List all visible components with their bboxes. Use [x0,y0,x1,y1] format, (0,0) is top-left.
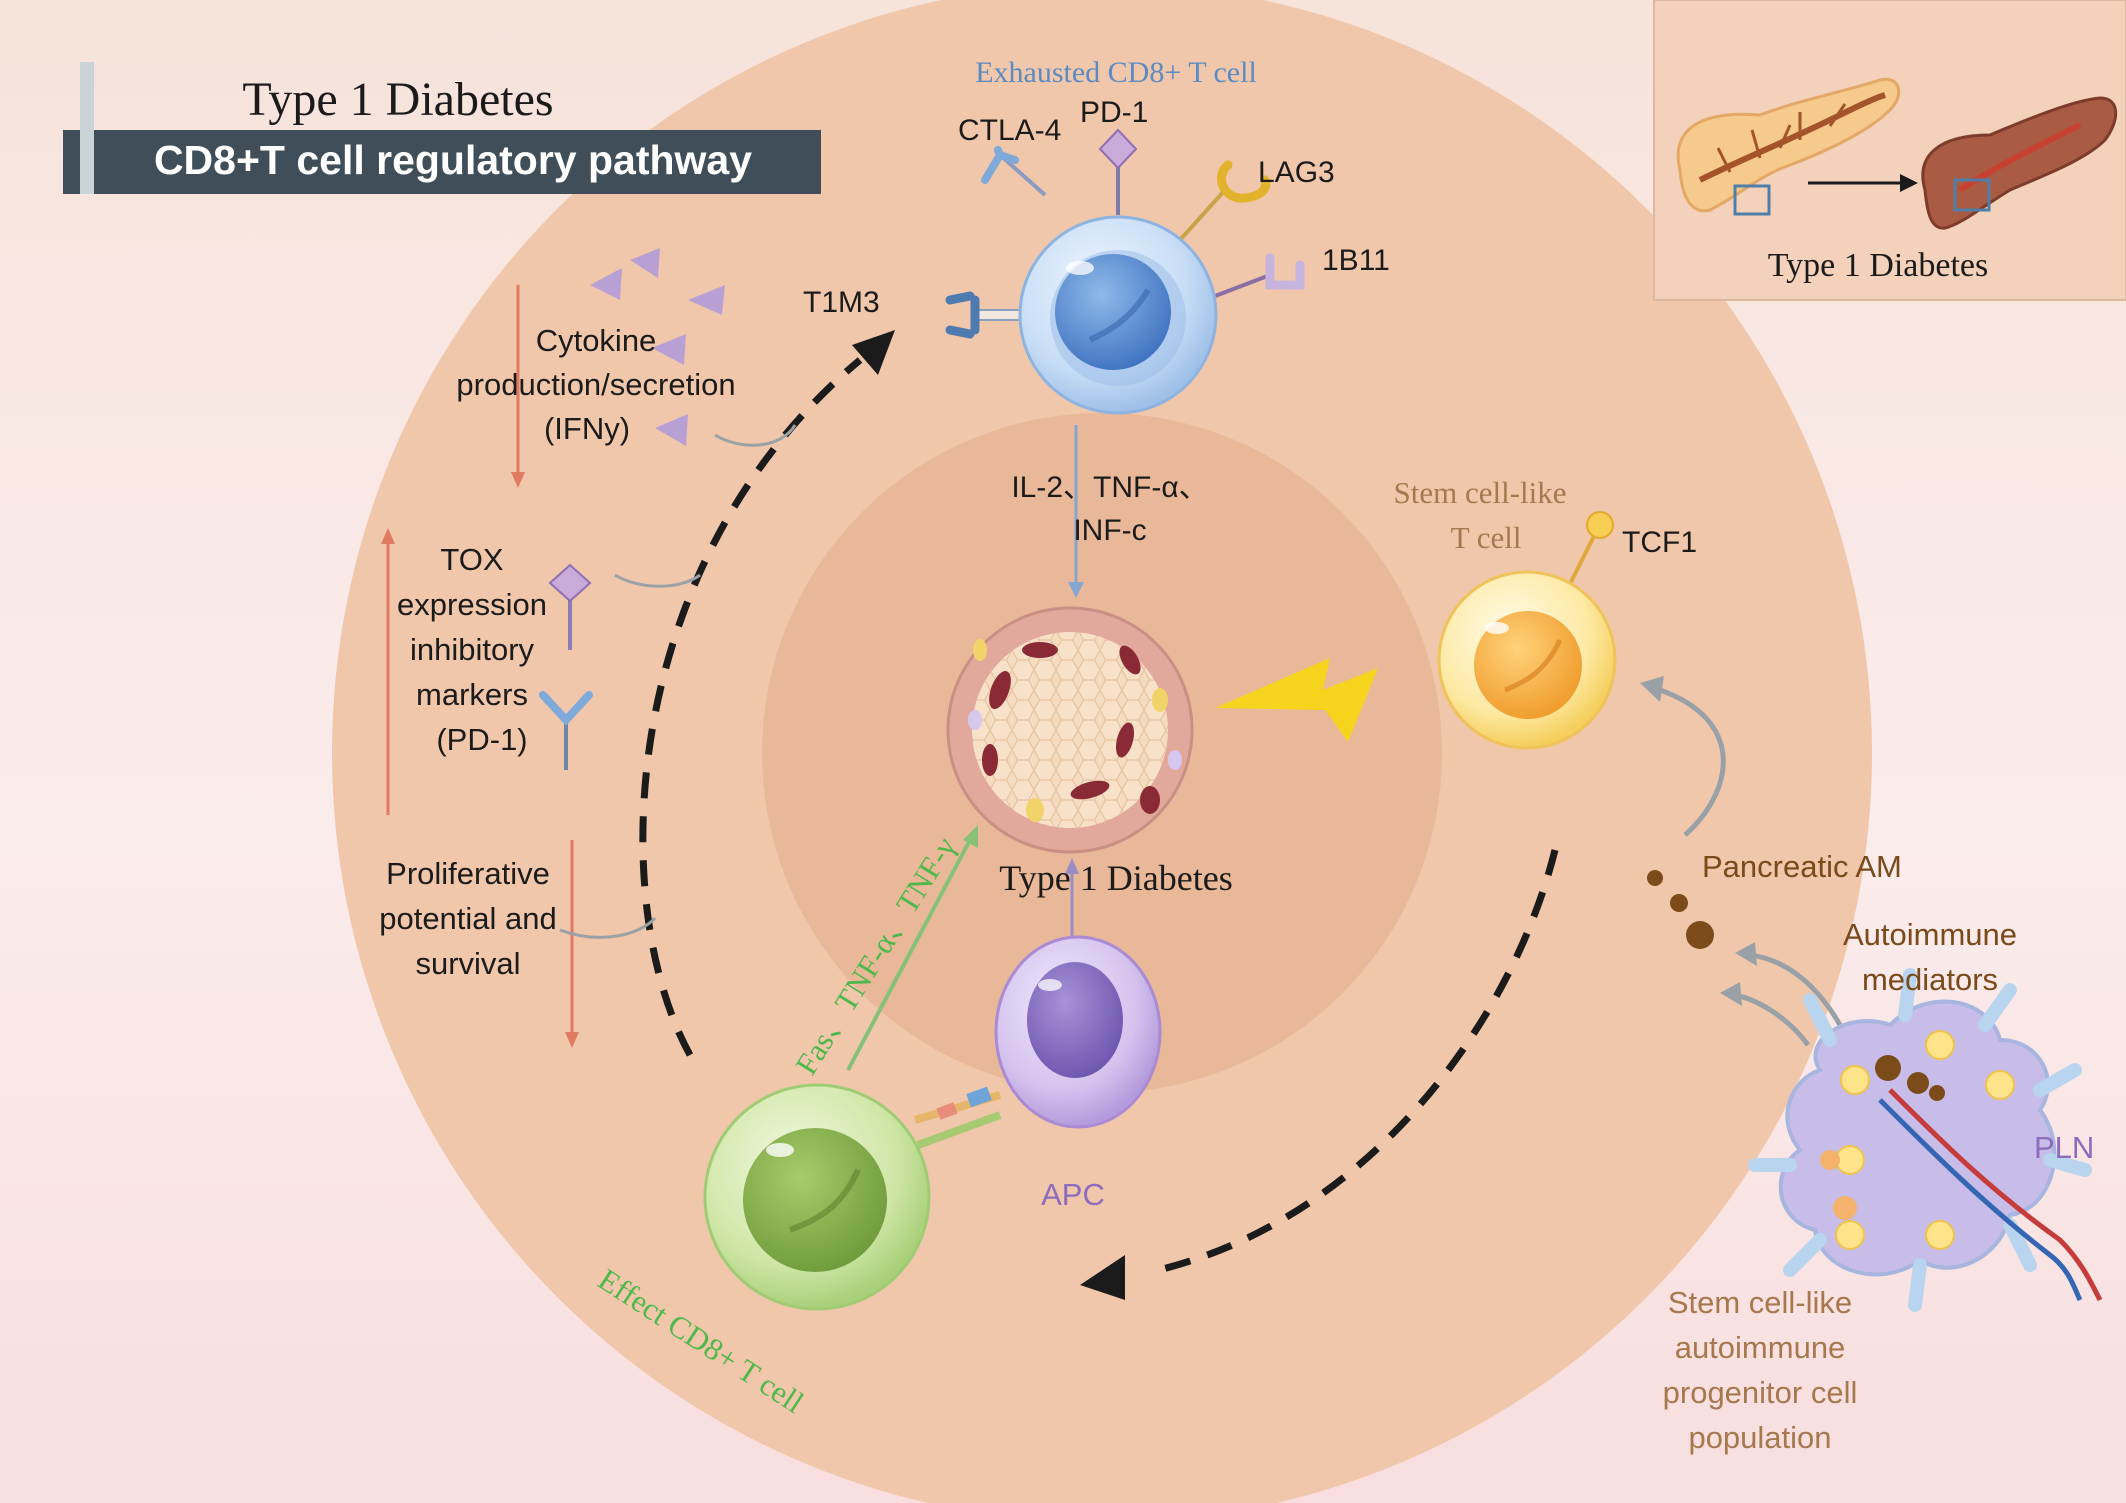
lightning-bolt-icon [1215,658,1378,742]
lag3-receptor-icon [1217,160,1271,203]
pd-1-receptor-icon [1098,128,1138,170]
tox-up-arrowhead [381,528,395,544]
pancreatic-am-label: Pancreatic AM [1702,849,1902,884]
cytokine-label-line2: production/secretion [456,367,735,402]
pancreatic-am-dots [1647,870,1714,949]
cytokine-triangles [590,248,725,446]
tox-label-line1: TOX [440,542,503,577]
stem-cell-title-line1: Stem cell-like [1393,475,1566,510]
stem-cell-input-arrow [1659,687,1726,837]
immune-synapse [913,1086,1002,1149]
1b11-receptor-icon [1265,253,1305,290]
t1m3-label: T1M3 [803,286,880,319]
tox-marker-icon [548,563,592,603]
mediator-arrow-1 [1749,952,1843,1027]
progenitor-label-line4: population [1688,1420,1831,1455]
tox-label-line5: (PD-1) [436,722,527,757]
stem-cell-title-line2: T cell [1451,520,1522,555]
healthy-pancreas-icon [1676,77,1901,216]
mediators-label-line2: mediators [1862,962,1998,997]
cytokine-list-line1: IL-2、TNF-α、 [1011,471,1208,504]
tox-label-line4: markers [416,677,528,712]
progenitor-label-line3: progenitor cell [1663,1375,1858,1410]
pancreatic-islet [946,606,1194,854]
inset-label: Type 1 Diabetes [1768,247,1988,284]
cytokine-arrowhead [1068,582,1084,598]
apc-label: APC [1041,1177,1105,1212]
pln-lymph-node [1748,968,2103,1312]
page-title: Type 1 Diabetes [242,73,553,126]
diseased-pancreas-icon [1921,96,2118,230]
prolif-connector [559,916,657,939]
mediator-arrow-2 [1734,992,1811,1047]
cytokine-down-arrowhead [511,472,525,488]
1b11-label: 1B11 [1322,244,1390,277]
stem-cell-like-t-cell [1437,511,1617,750]
exhaustion-arrowhead [852,330,895,375]
prolif-down-arrowhead [565,1032,579,1048]
exhausted-cell-title: Exhausted CD8+ T cell [975,56,1257,89]
progenitor-label-line1: Stem cell-like [1668,1285,1852,1320]
tox-label-line3: inhibitory [410,632,535,667]
header-bar [63,130,821,194]
stem-cell-input-arrowhead [1640,676,1664,702]
tcf1-receptor-icon [1586,511,1614,539]
t1m3-receptor-icon [945,291,980,339]
tox-label-line2: expression [397,587,547,622]
tox-connector [614,573,701,588]
mediator-arrowhead-1 [1735,942,1757,966]
pd1-marker-icon [539,691,593,726]
mediator-arrowhead-2 [1720,982,1742,1006]
progenitor-label-line2: autoimmune [1675,1330,1846,1365]
prolif-label-line2: potential and [379,901,557,936]
cytokine-list-line2: INF-c [1073,514,1146,547]
islet-label: Type 1 Diabetes [999,858,1232,898]
exhaustion-dashed-arrow [639,357,863,1057]
header-accent [80,62,94,194]
fas-arrow-line [846,839,972,1071]
pd1-label: PD-1 [1080,96,1148,129]
cytokine-connector [714,424,797,447]
cytokine-label-line1: Cytokine [536,323,657,358]
exhausted-cd8-t-cell [945,128,1305,415]
mediators-label-line1: Autoimmune [1843,917,2017,952]
page-subtitle: CD8+T cell regulatory pathway [154,137,752,183]
ctla4-label: CTLA-4 [958,114,1061,147]
tcf1-label: TCF1 [1622,526,1697,559]
lag3-label: LAG3 [1258,156,1335,189]
fas-arrowhead [963,825,978,848]
differentiation-arrowhead [1080,1255,1125,1300]
apc-cell [994,935,1162,1129]
prolif-label-line1: Proliferative [386,856,550,891]
cytokine-label-line3: (IFNy) [544,411,630,446]
inset-arrowhead [1900,174,1918,192]
effector-cd8-t-cell [703,1083,931,1311]
apc-arrowhead [1065,858,1079,874]
pln-label: PLN [2034,1130,2094,1165]
prolif-label-line3: survival [415,946,520,981]
